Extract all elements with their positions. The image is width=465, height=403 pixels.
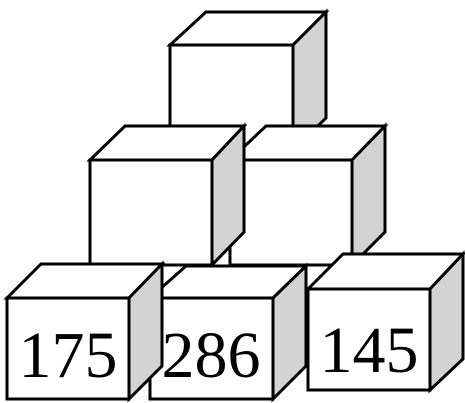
cube-bottom-left: 175 bbox=[7, 264, 162, 399]
cube-middle-right-front-face bbox=[230, 160, 352, 265]
cube-middle-right bbox=[230, 126, 385, 265]
cube-middle-left bbox=[90, 126, 244, 265]
cube-bottom-middle-number: 286 bbox=[162, 319, 261, 392]
cube-bottom-right-number: 145 bbox=[320, 314, 419, 387]
cube-bottom-right: 145 bbox=[308, 254, 463, 390]
cube-middle-left-front-face bbox=[90, 160, 212, 265]
cube-bottom-middle: 286 bbox=[150, 266, 306, 399]
cube-bottom-left-number: 175 bbox=[19, 319, 118, 392]
